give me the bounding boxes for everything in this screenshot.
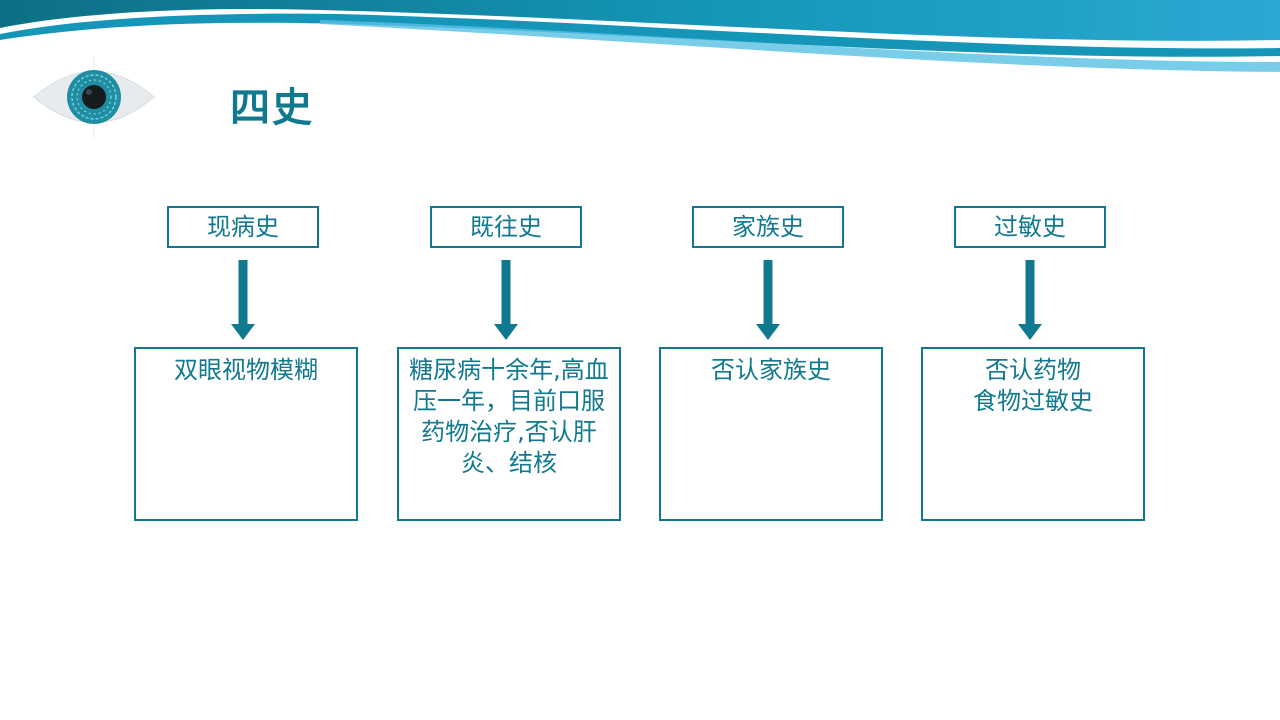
column-present-illness: 现病史 双眼视物模糊 [134, 206, 358, 522]
down-arrow-icon [1018, 260, 1042, 340]
content-box: 双眼视物模糊 [134, 347, 358, 521]
label-box: 现病史 [167, 206, 319, 248]
eye-icon [32, 56, 156, 138]
label-box: 过敏史 [954, 206, 1106, 248]
down-arrow-icon [494, 260, 518, 340]
column-past-history: 既往史 糖尿病十余年,高血压一年，目前口服药物治疗,否认肝炎、结核 [397, 206, 621, 522]
content-box: 否认药物 食物过敏史 [921, 347, 1145, 521]
top-wave-banner [0, 0, 1280, 72]
label-box: 家族史 [692, 206, 844, 248]
content-box: 否认家族史 [659, 347, 883, 521]
down-arrow-icon [756, 260, 780, 340]
page-title: 四史 [230, 85, 314, 131]
label-box: 既往史 [430, 206, 582, 248]
content-box: 糖尿病十余年,高血压一年，目前口服药物治疗,否认肝炎、结核 [397, 347, 621, 521]
column-allergy-history: 过敏史 否认药物 食物过敏史 [921, 206, 1145, 522]
down-arrow-icon [231, 260, 255, 340]
column-family-history: 家族史 否认家族史 [659, 206, 883, 522]
